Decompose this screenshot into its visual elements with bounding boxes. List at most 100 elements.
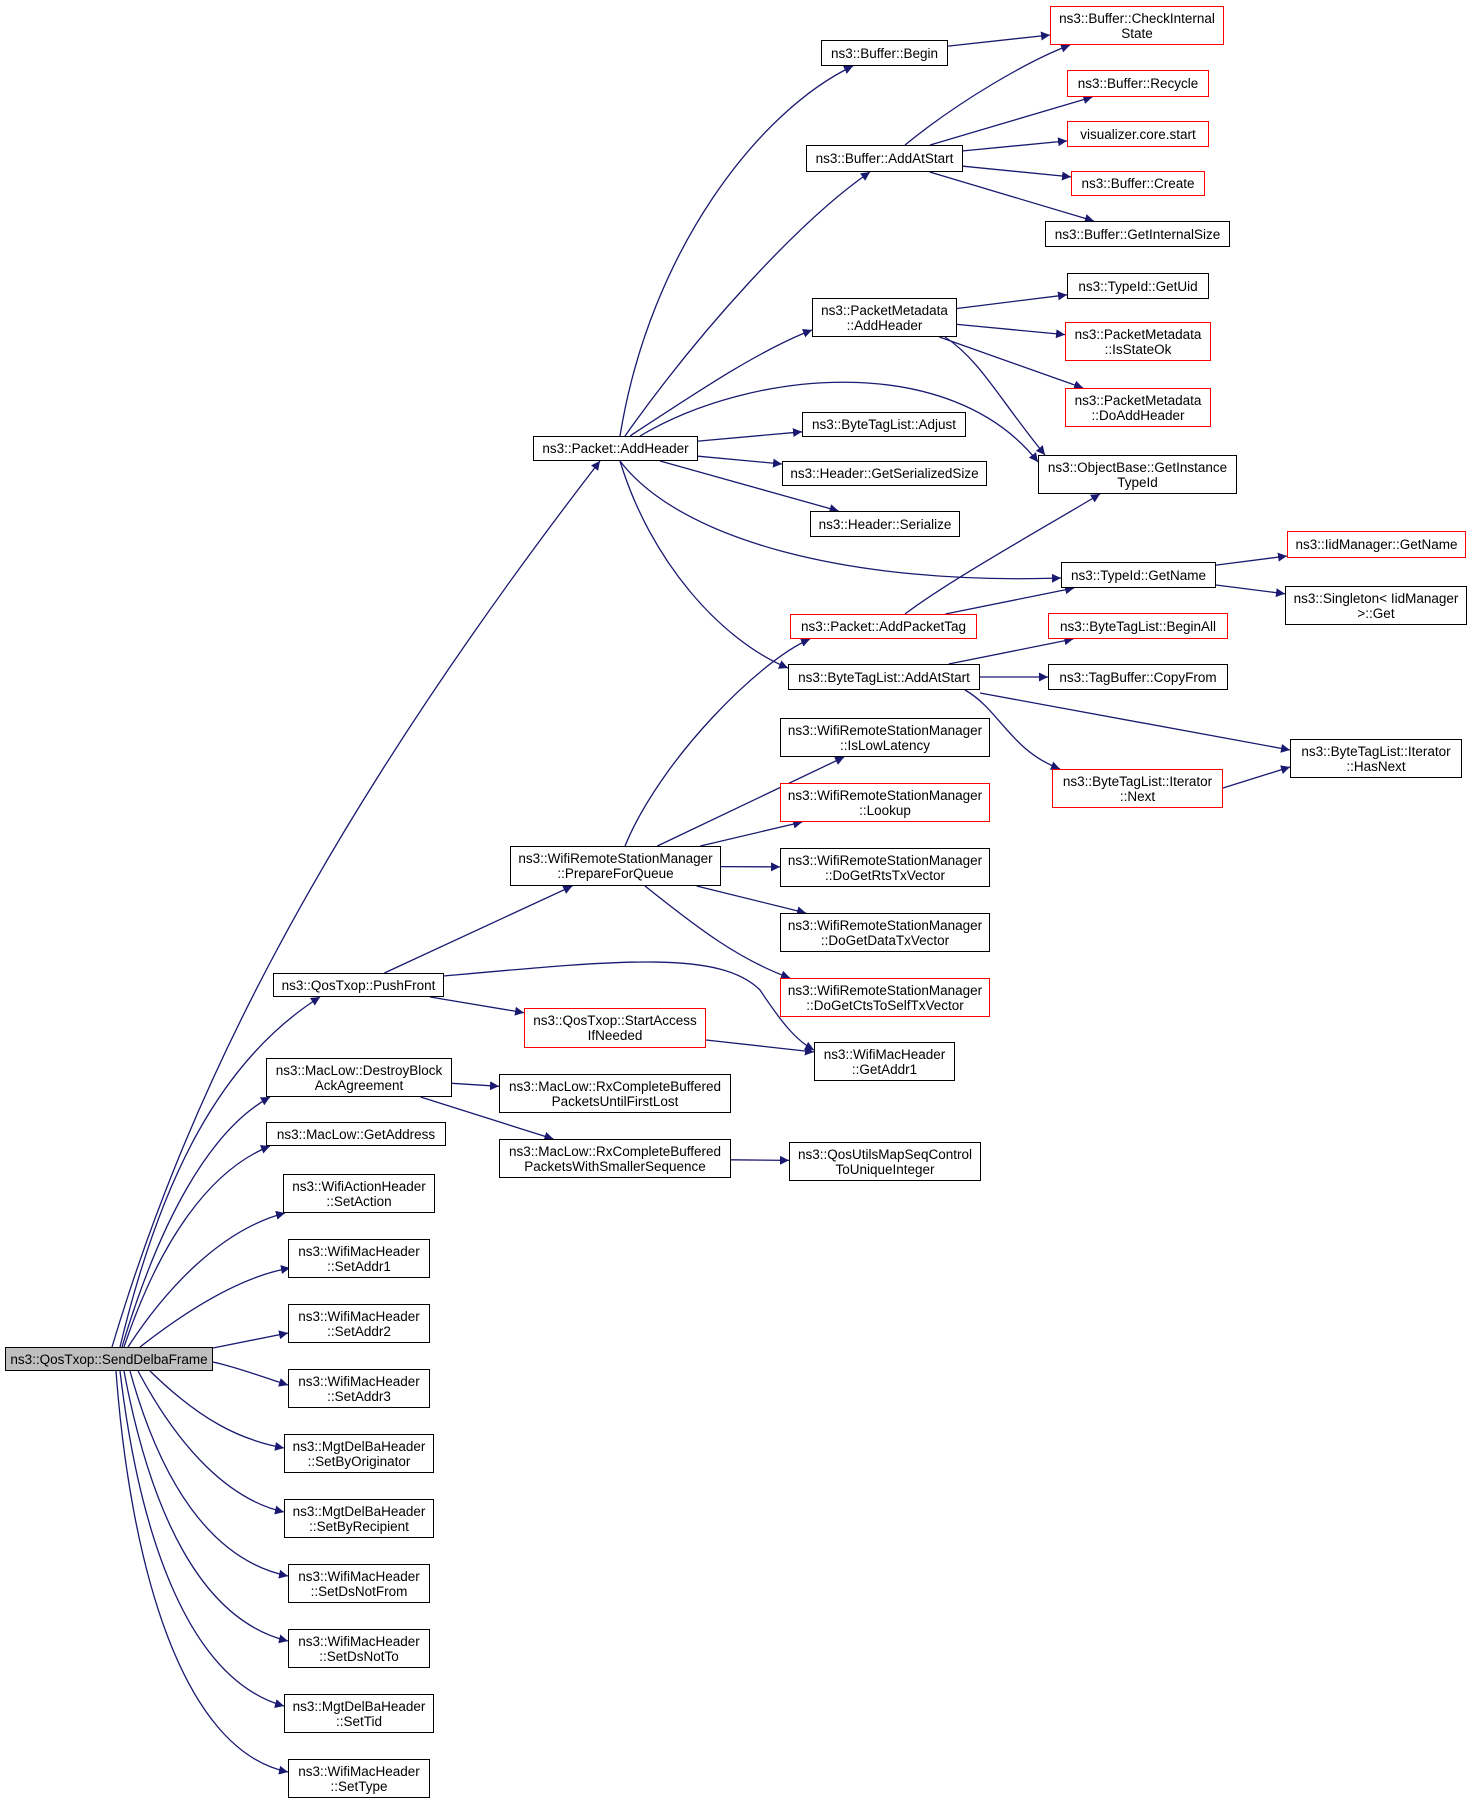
node-label-line: AckAgreement: [314, 1077, 404, 1093]
edge-btladdatstart-to-iternext: [964, 689, 1061, 771]
node-label-line: ns3::Buffer::AddAtStart: [815, 151, 954, 166]
node-label-line: ns3::Buffer::CheckInternal: [1059, 10, 1215, 26]
node-label-line: ns3::WifiMacHeader: [298, 1633, 420, 1649]
node-label-line: ns3::ByteTagList::Iterator: [1062, 773, 1213, 789]
node-setdsnotto[interactable]: ns3::WifiMacHeader::SetDsNotTo: [288, 1629, 430, 1668]
node-setaddr1[interactable]: ns3::WifiMacHeader::SetAddr1: [288, 1239, 430, 1278]
edge-packetaddheader-to-btladjust: [697, 428, 803, 442]
node-label-line: ns3::Singleton< IidManager: [1293, 590, 1459, 606]
edge-prepareforqueue-to-islowlatency: [657, 756, 845, 847]
node-getaddress[interactable]: ns3::MacLow::GetAddress: [266, 1122, 446, 1146]
node-settid[interactable]: ns3::MgtDelBaHeader::SetTid: [284, 1694, 434, 1733]
node-label-line: ns3::Buffer::GetInternalSize: [1054, 226, 1221, 242]
node-label-line: ns3::WifiActionHeader: [292, 1178, 426, 1194]
node-recycle[interactable]: ns3::Buffer::Recycle: [1067, 70, 1209, 97]
node-packetaddheader[interactable]: ns3::Packet::AddHeader: [533, 436, 698, 461]
node-doaddheader[interactable]: ns3::PacketMetadata::DoAddHeader: [1065, 388, 1211, 427]
node-copyfrom[interactable]: ns3::TagBuffer::CopyFrom: [1048, 664, 1228, 690]
node-label-line: ::IsLowLatency: [839, 737, 931, 753]
node-beginall[interactable]: ns3::ByteTagList::BeginAll: [1048, 613, 1228, 639]
edge-bufferaddatstart-to-buffercreate: [962, 165, 1072, 181]
node-label-line: ns3::WifiRemoteStationManager: [518, 851, 713, 866]
node-prepareforqueue[interactable]: ns3::WifiRemoteStationManager::PrepareFo…: [510, 846, 721, 886]
node-setaddr2[interactable]: ns3::WifiMacHeader::SetAddr2: [288, 1304, 430, 1343]
edge-iternext-to-iterhasnext: [1222, 765, 1291, 789]
node-label-line: ns3::Packet::AddPacketTag: [800, 619, 967, 634]
node-islowlatency[interactable]: ns3::WifiRemoteStationManager::IsLowLate…: [780, 718, 990, 757]
node-lookup[interactable]: ns3::WifiRemoteStationManager::Lookup: [780, 783, 990, 822]
edge-typeidgetname-to-iidgetname: [1215, 552, 1288, 566]
node-label-line: ns3::TypeId::GetUid: [1078, 278, 1198, 294]
node-label-line: ::HasNext: [1346, 758, 1406, 774]
edge-prepareforqueue-to-lookup: [700, 819, 803, 847]
node-setaction[interactable]: ns3::WifiActionHeader::SetAction: [283, 1174, 435, 1213]
node-label-line: ns3::PacketMetadata: [1074, 392, 1202, 408]
node-label-line: ::Next: [1119, 788, 1156, 804]
edge-btladdatstart-to-iterhasnext: [979, 692, 1291, 753]
node-label-line: ns3::WifiRemoteStationManager: [787, 852, 983, 868]
node-addpackettag[interactable]: ns3::Packet::AddPacketTag: [790, 614, 977, 639]
node-typeidgetname[interactable]: ns3::TypeId::GetName: [1061, 562, 1216, 588]
node-pushfront[interactable]: ns3::QosTxop::PushFront: [273, 973, 444, 997]
edge-packetaddheader-to-getinstancetypeid: [639, 381, 1039, 463]
node-btladdatstart[interactable]: ns3::ByteTagList::AddAtStart: [788, 664, 980, 690]
node-getserializedsize[interactable]: ns3::Header::GetSerializedSize: [782, 461, 987, 486]
node-dogetrts[interactable]: ns3::WifiRemoteStationManager::DoGetRtsT…: [780, 848, 990, 887]
node-label-line: ns3::Packet::AddHeader: [542, 441, 689, 456]
node-label-line: ns3::TagBuffer::CopyFrom: [1059, 669, 1217, 685]
node-label-line: PacketsWithSmallerSequence: [524, 1158, 706, 1174]
node-serialize[interactable]: ns3::Header::Serialize: [810, 511, 960, 537]
node-isstateok[interactable]: ns3::PacketMetadata::IsStateOk: [1065, 322, 1211, 361]
edge-addpackettag-to-getinstancetypeid: [904, 493, 1101, 615]
node-getaddr1[interactable]: ns3::WifiMacHeader::GetAddr1: [814, 1042, 955, 1081]
edge-destroyblock-to-rxsmallerseq: [420, 1096, 554, 1141]
node-label-line: ::SetAddr3: [327, 1388, 391, 1404]
node-label-line: ns3::MgtDelBaHeader: [292, 1503, 426, 1519]
node-label-line: ns3::WifiRemoteStationManager: [787, 722, 983, 738]
node-label-line: ns3::MacLow::RxCompleteBuffered: [508, 1078, 722, 1094]
node-label-line: ToUniqueInteger: [835, 1161, 935, 1177]
node-label-line: State: [1121, 25, 1153, 41]
node-bufferbegin[interactable]: ns3::Buffer::Begin: [821, 40, 948, 66]
node-pmaddheader[interactable]: ns3::PacketMetadata::AddHeader: [812, 298, 957, 337]
node-bufferaddatstart[interactable]: ns3::Buffer::AddAtStart: [806, 145, 963, 172]
node-label-line: IfNeeded: [587, 1028, 643, 1043]
node-settype[interactable]: ns3::WifiMacHeader::SetType: [288, 1759, 430, 1798]
node-setbyoriginator[interactable]: ns3::MgtDelBaHeader::SetByOriginator: [284, 1434, 434, 1473]
node-setaddr3[interactable]: ns3::WifiMacHeader::SetAddr3: [288, 1369, 430, 1408]
node-label-line: ::DoGetDataTxVector: [820, 932, 950, 948]
node-label-line: ::SetAddr1: [327, 1258, 391, 1274]
node-setdsnotfrom[interactable]: ns3::WifiMacHeader::SetDsNotFrom: [288, 1564, 430, 1603]
edge-rxsmallerseq-to-qosutils: [730, 1155, 790, 1165]
node-label-line: ::SetByRecipient: [309, 1518, 409, 1534]
edge-destroyblock-to-rxuntilfirstlost: [451, 1081, 500, 1091]
edge-prepareforqueue-to-addpackettag: [624, 638, 811, 847]
node-label-line: ::PrepareForQueue: [557, 866, 674, 881]
node-singletonget[interactable]: ns3::Singleton< IidManager>::Get: [1285, 586, 1467, 625]
edge-packetaddheader-to-pmaddheader: [629, 329, 813, 437]
node-buffercreate[interactable]: ns3::Buffer::Create: [1071, 171, 1205, 196]
node-iidgetname[interactable]: ns3::IidManager::GetName: [1287, 531, 1466, 558]
node-iterhasnext[interactable]: ns3::ByteTagList::Iterator::HasNext: [1290, 739, 1462, 778]
edge-packetaddheader-to-typeidgetname: [619, 460, 1062, 583]
node-dogetdata[interactable]: ns3::WifiRemoteStationManager::DoGetData…: [780, 913, 990, 952]
node-label-line: ns3::WifiMacHeader: [298, 1373, 420, 1389]
node-setbyrecipient[interactable]: ns3::MgtDelBaHeader::SetByRecipient: [284, 1499, 434, 1538]
node-iternext[interactable]: ns3::ByteTagList::Iterator::Next: [1052, 769, 1223, 808]
node-label-line: PacketsUntilFirstLost: [551, 1093, 679, 1109]
node-getinternalsize[interactable]: ns3::Buffer::GetInternalSize: [1045, 221, 1230, 247]
edge-pushfront-to-prepareforqueue: [384, 885, 573, 974]
node-btladjust[interactable]: ns3::ByteTagList::Adjust: [802, 412, 966, 437]
node-getuid[interactable]: ns3::TypeId::GetUid: [1067, 273, 1209, 299]
node-label-line: ns3::MacLow::RxCompleteBuffered: [508, 1143, 722, 1159]
node-dogetcts[interactable]: ns3::WifiRemoteStationManager::DoGetCtsT…: [780, 978, 990, 1017]
node-vizstart[interactable]: visualizer.core.start: [1067, 121, 1209, 147]
node-label-line: TypeId: [1117, 474, 1158, 490]
